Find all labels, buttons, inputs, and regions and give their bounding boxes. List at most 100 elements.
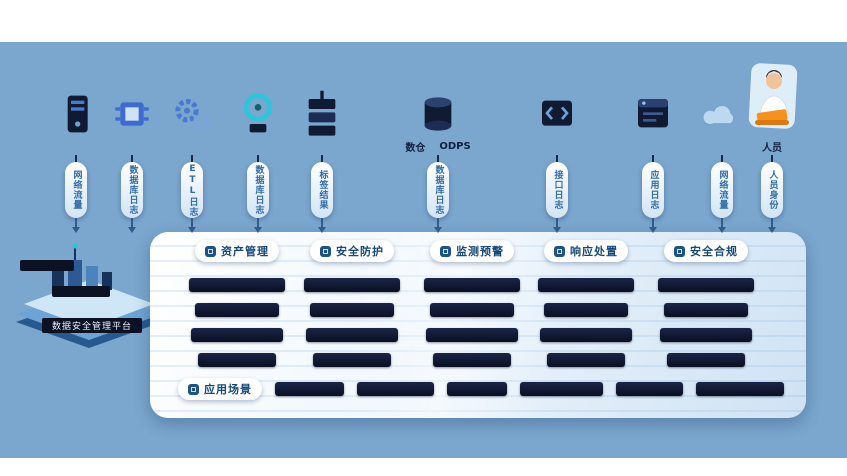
connector-line <box>721 155 723 162</box>
down-arrow-icon <box>434 227 442 233</box>
scenario-item <box>520 382 603 396</box>
connector-line <box>556 155 558 162</box>
scenario-item <box>615 382 683 396</box>
data-source: 网络流量 <box>42 60 110 233</box>
connector-line <box>191 155 193 162</box>
panel-column: 资产管理 <box>179 240 295 367</box>
source-tag-label: 接口日志 <box>552 170 563 210</box>
feature-item <box>306 328 398 342</box>
scenario-item <box>357 382 435 396</box>
source-tag: 网络流量 <box>711 162 733 218</box>
scenario-item <box>275 382 345 396</box>
database-icon <box>418 60 458 138</box>
grid-icon <box>440 245 451 257</box>
connector-line <box>321 155 323 162</box>
cloud-icon <box>702 60 742 138</box>
source-tag-label: ETL日志 <box>187 163 198 217</box>
source-tag-label: 标签结果 <box>317 170 328 210</box>
source-tag-label: 数据库日志 <box>127 165 138 215</box>
feature-item <box>667 353 745 367</box>
down-arrow-icon <box>188 227 196 233</box>
data-source: 数据库日志 <box>224 60 292 233</box>
feature-item <box>540 328 632 342</box>
data-source: 人员人员身份 <box>738 60 806 233</box>
scenario-item <box>695 382 784 396</box>
source-top-label: ODPS <box>439 141 471 152</box>
source-tag-label: 人员身份 <box>767 170 778 210</box>
scenario-row: 应用场景 <box>178 378 784 400</box>
source-caption: 人员 <box>762 138 782 155</box>
arrow-line <box>257 218 259 227</box>
down-arrow-icon <box>254 227 262 233</box>
column-title: 资产管理 <box>221 245 269 258</box>
grid-icon <box>674 245 685 257</box>
source-tag: 接口日志 <box>546 162 568 218</box>
scenario-header: 应用场景 <box>178 378 262 400</box>
platform-label: 数据安全管理平台 <box>42 318 142 333</box>
source-tag-label: 网络流量 <box>717 170 728 210</box>
source-tag: 数据库日志 <box>121 162 143 218</box>
grid-icon <box>188 383 199 395</box>
column-title: 安全防护 <box>336 245 384 258</box>
panel-column: 响应处置 <box>528 240 644 367</box>
panel-column: 安全防护 <box>294 240 410 367</box>
circuit-icon <box>112 60 152 138</box>
data-source: 数据库日志 <box>98 60 166 233</box>
feature-item <box>544 303 628 317</box>
down-arrow-icon <box>768 227 776 233</box>
connector-line <box>771 155 773 162</box>
feature-item <box>195 303 279 317</box>
data-source: 应用日志 <box>619 60 687 233</box>
arrow-line <box>75 218 77 227</box>
down-arrow-icon <box>649 227 657 233</box>
arrow-line <box>771 218 773 227</box>
down-arrow-icon <box>72 227 80 233</box>
arrow-line <box>652 218 654 227</box>
source-tag: 人员身份 <box>761 162 783 218</box>
column-title: 安全合规 <box>690 245 738 258</box>
platform-illustration <box>4 238 174 368</box>
arrow-line <box>437 218 439 227</box>
connector-line <box>437 155 439 162</box>
grid-icon <box>320 245 331 257</box>
arrow-line <box>321 218 323 227</box>
feature-item <box>304 278 400 292</box>
source-caption-label: 人员 <box>762 143 782 154</box>
grid-icon <box>205 245 216 257</box>
feature-item <box>538 278 634 292</box>
connector-line <box>75 155 77 162</box>
column-header: 监测预警 <box>430 240 514 262</box>
person-icon <box>744 60 800 138</box>
feature-item <box>433 353 511 367</box>
source-tag-label: 网络流量 <box>71 170 82 210</box>
down-arrow-icon <box>318 227 326 233</box>
data-source: 接口日志 <box>523 60 591 233</box>
scenario-item <box>447 382 508 396</box>
main-panel: 资产管理 安全防护 监测预警 响应处置 安全合规 应用场景 <box>150 232 806 418</box>
column-title: 响应处置 <box>570 245 618 258</box>
feature-item <box>664 303 748 317</box>
feature-item <box>426 328 518 342</box>
source-tag-label: 数据库日志 <box>253 165 264 215</box>
column-header: 响应处置 <box>544 240 628 262</box>
down-arrow-icon <box>553 227 561 233</box>
feature-item <box>198 353 276 367</box>
arrow-line <box>131 218 133 227</box>
feature-item <box>191 328 283 342</box>
source-tag-label: 应用日志 <box>648 170 659 210</box>
feature-item <box>313 353 391 367</box>
down-arrow-icon <box>128 227 136 233</box>
source-tag: 网络流量 <box>65 162 87 218</box>
source-tag: ETL日志 <box>181 162 203 218</box>
data-source: 标签结果 <box>288 60 356 233</box>
feature-item <box>189 278 285 292</box>
source-tag: 数据库日志 <box>427 162 449 218</box>
server-stack-icon <box>302 60 342 138</box>
scenario-title: 应用场景 <box>204 383 252 396</box>
grid-icon <box>554 245 565 257</box>
feature-item <box>430 303 514 317</box>
connector-line <box>652 155 654 162</box>
